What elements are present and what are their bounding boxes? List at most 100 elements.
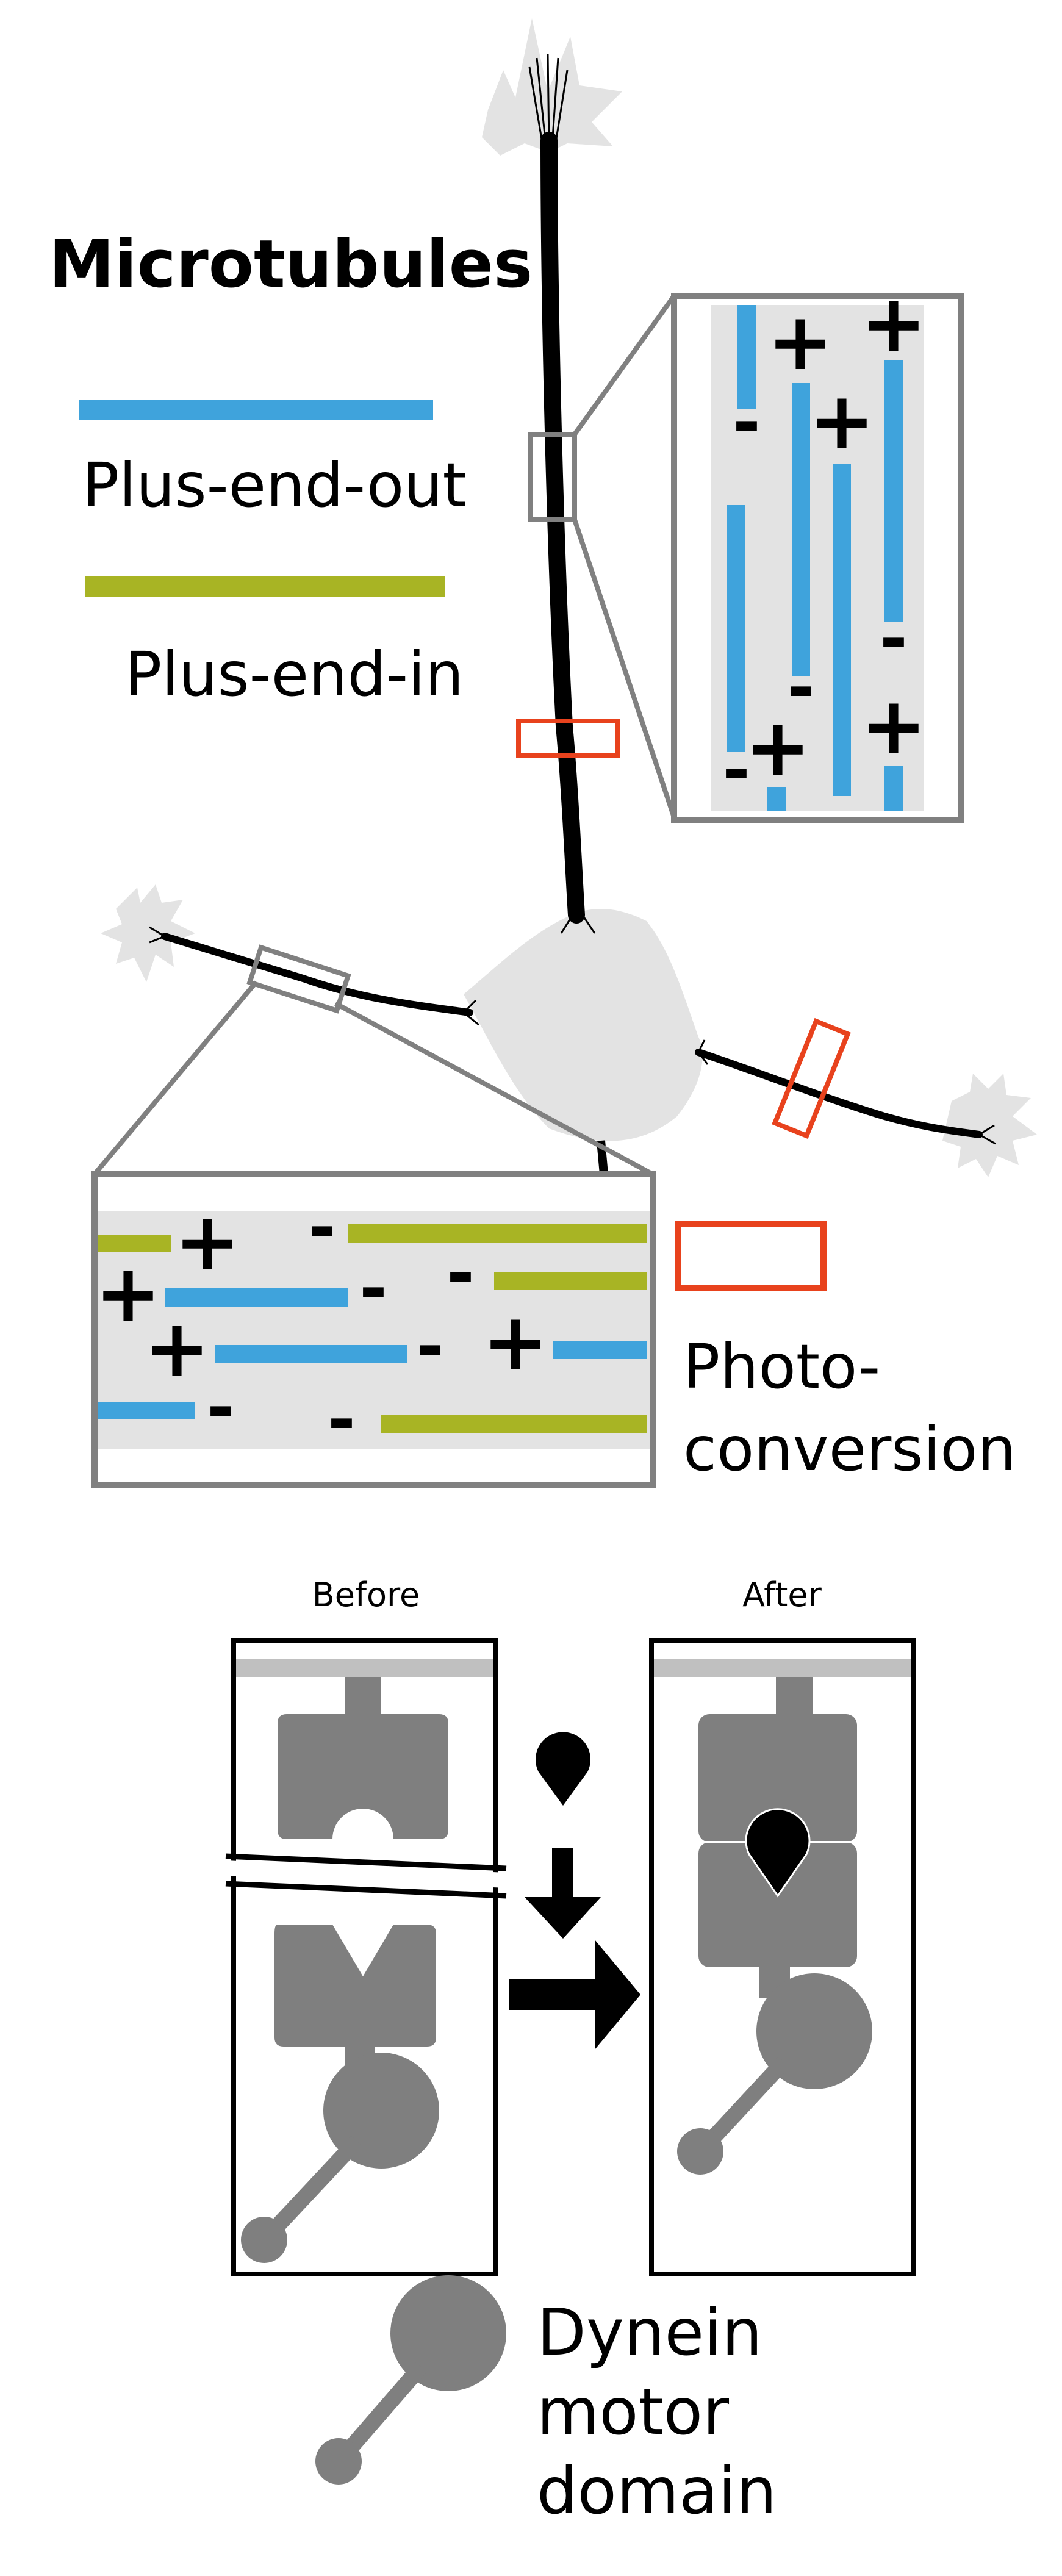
dendrite-zoom xyxy=(92,944,654,1177)
microtubule-plus-end-out xyxy=(884,360,903,622)
after-upper-binder xyxy=(698,1714,857,1842)
legend-label-plus-end-in: Plus-end-in xyxy=(125,639,464,710)
microtubule-plus-end-out xyxy=(553,1341,647,1359)
before-membrane xyxy=(236,1659,493,1677)
photoconversion-marker-dendrite xyxy=(772,1017,851,1139)
before-lower-binder xyxy=(274,1925,436,2047)
axon-fibers xyxy=(528,53,596,934)
microtubule-plus-end-out xyxy=(792,383,810,676)
before-dynein-tip xyxy=(241,2217,287,2263)
dendrite-microtubules xyxy=(98,1224,647,1433)
minus-sign: - xyxy=(880,600,908,678)
plus-sign: + xyxy=(745,701,811,794)
after-dynein-tip xyxy=(677,2128,723,2175)
photoconversion-marker-axon xyxy=(516,719,620,758)
microtubule-plus-end-out xyxy=(215,1345,407,1363)
dynein-legend: Dynein motor domain xyxy=(315,2275,777,2528)
microtubule-plus-end-in xyxy=(98,1235,171,1252)
microtubule-plus-end-out xyxy=(165,1288,348,1307)
legend-title: Microtubules xyxy=(49,226,533,303)
legend: Microtubules Plus-end-out Plus-end-in Ph… xyxy=(49,226,1016,1485)
axon xyxy=(540,132,585,924)
down-arrow xyxy=(525,1848,601,1939)
dynein-legend-tip xyxy=(315,2438,362,2485)
dendrite-right-fibers xyxy=(697,1039,996,1145)
after-dynein-head xyxy=(756,1973,872,2089)
microtubule-plus-end-out xyxy=(884,766,903,811)
plus-sign: + xyxy=(861,277,927,370)
dynein-legend-head xyxy=(390,2275,506,2391)
minus-sign: - xyxy=(733,383,761,461)
before-break-line-bottom xyxy=(225,1881,507,1899)
neuron xyxy=(101,18,1037,1177)
microtubule-plus-end-out xyxy=(737,305,756,409)
axon-zoom-marker xyxy=(528,432,577,522)
axon-zoom-line-bottom xyxy=(572,518,676,819)
dynein-label-line3: domain xyxy=(537,2454,777,2528)
process-arrows xyxy=(509,1732,640,2050)
microtubule-plus-end-out xyxy=(98,1402,195,1419)
legend-swatch-plus-end-out xyxy=(79,400,433,420)
before-panel: Before xyxy=(225,1576,507,2276)
dynein-label-line1: Dynein xyxy=(537,2295,762,2370)
after-lower-binder xyxy=(698,1842,857,1967)
before-dynein-stalk xyxy=(262,2136,363,2241)
microtubule-plus-end-out xyxy=(727,505,745,752)
plus-sign: + xyxy=(483,1296,549,1388)
after-panel: After xyxy=(649,1576,916,2276)
plus-sign: + xyxy=(174,1195,241,1288)
plus-sign: + xyxy=(95,1247,162,1340)
after-label: After xyxy=(742,1576,822,1614)
microtubule-plus-end-out xyxy=(767,787,786,811)
legend-swatch-plus-end-in xyxy=(85,576,445,597)
minus-sign: - xyxy=(308,1188,336,1266)
dendrite-left-fibers xyxy=(149,926,479,1026)
plus-sign: + xyxy=(767,295,834,388)
minus-sign: - xyxy=(207,1368,235,1446)
after-drug-droplet xyxy=(745,1808,811,1898)
minus-sign: - xyxy=(787,648,815,727)
minus-sign: - xyxy=(722,731,750,809)
minus-sign: - xyxy=(359,1249,387,1327)
minus-sign: - xyxy=(416,1307,444,1385)
legend-label-photoconversion-1: Photo- xyxy=(683,1331,880,1402)
microtubule-plus-end-out xyxy=(833,464,851,796)
dendrite-zoom-line-left xyxy=(92,980,259,1176)
after-dynein-stalk xyxy=(698,2056,790,2153)
axon-polarity-signs: + + + - - - + - + xyxy=(722,277,927,809)
drug-droplet xyxy=(536,1732,590,1806)
dendrite-inset: + - + - - + - + - - xyxy=(91,1171,656,1488)
dendrite-right xyxy=(695,1049,983,1138)
microtubule-plus-end-in xyxy=(348,1224,647,1243)
axon-microtubules xyxy=(727,305,903,811)
growth-cone-left xyxy=(101,884,195,982)
axon-zoom xyxy=(528,294,676,819)
growth-cone-top xyxy=(482,18,622,156)
minus-sign: - xyxy=(328,1380,356,1458)
dendrite-polarity-signs: + - + - - + - + - - xyxy=(95,1188,549,1458)
plus-sign: + xyxy=(144,1302,210,1394)
legend-label-plus-end-out: Plus-end-out xyxy=(82,450,467,521)
legend-swatch-photoconversion xyxy=(675,1221,827,1291)
before-break-gap xyxy=(226,1860,506,1888)
right-arrow xyxy=(509,1940,640,2050)
dynein-legend-stalk xyxy=(335,2361,427,2464)
plus-sign: + xyxy=(861,680,927,772)
microtubule-plus-end-in xyxy=(381,1415,647,1433)
legend-label-photoconversion-2: conversion xyxy=(683,1413,1016,1485)
axon-inset: + + + - - - + - + xyxy=(671,277,964,823)
plus-sign: + xyxy=(809,375,875,467)
after-membrane xyxy=(654,1659,911,1677)
before-break-line-top xyxy=(225,1853,507,1871)
after-anchor-stalk xyxy=(776,1677,813,1717)
dendrite-zoom-line-right xyxy=(334,1001,654,1177)
microtubule-plus-end-in xyxy=(494,1272,647,1290)
minus-sign: - xyxy=(447,1234,475,1312)
growth-cone-right xyxy=(942,1074,1037,1177)
dynein-label-line2: motor xyxy=(537,2375,730,2449)
axon-zoom-line-top xyxy=(572,294,676,436)
dendrite-zoom-marker xyxy=(246,944,351,1014)
before-upper-binder xyxy=(278,1714,448,1839)
before-label: Before xyxy=(312,1576,420,1614)
